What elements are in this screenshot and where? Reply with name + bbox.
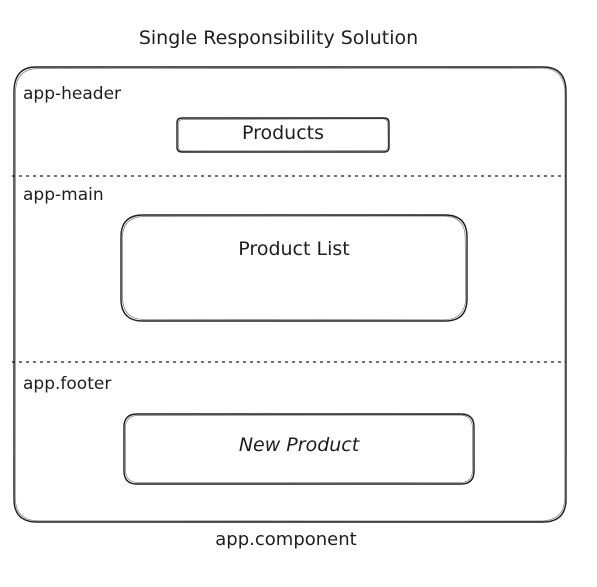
- app-component-frame-sketch-line: [14, 67, 566, 522]
- app-main-label: app-main: [23, 185, 104, 205]
- diagram-title: Single Responsibility Solution: [138, 27, 419, 49]
- products-box: [176, 117, 390, 153]
- new-product-box-label: New Product: [238, 434, 360, 456]
- new-product-box-sketch-line: [124, 414, 474, 484]
- product-list-box-label: Product List: [238, 238, 350, 260]
- app-header-label: app-header: [23, 84, 122, 104]
- new-product-box: [123, 413, 475, 485]
- products-box-sketch-line: [177, 118, 389, 152]
- products-box-label: Products: [241, 122, 325, 144]
- product-list-box-sketch-line: [121, 215, 467, 321]
- app-component-label: app.component: [215, 529, 357, 550]
- app-footer-label: app.footer: [23, 374, 112, 394]
- app-component-frame: [13, 66, 567, 523]
- product-list-box: [120, 214, 468, 322]
